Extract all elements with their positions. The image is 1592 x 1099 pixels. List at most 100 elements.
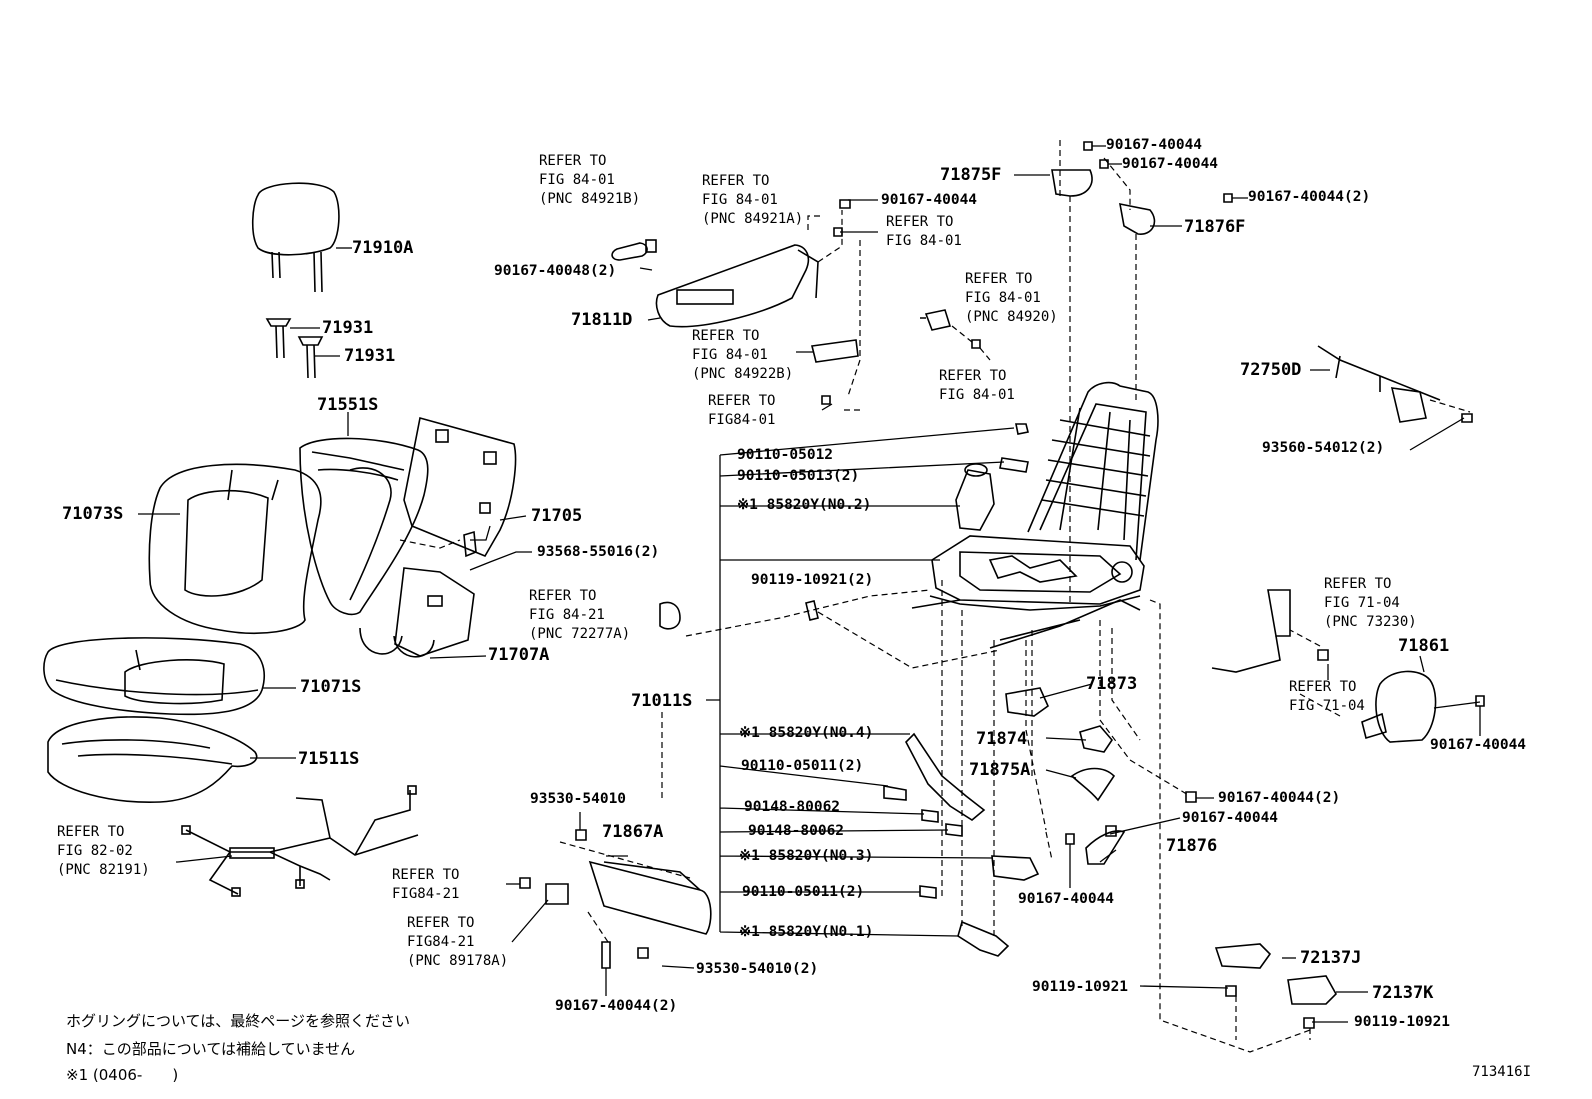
part-label-71073S: 71073S — [62, 504, 124, 524]
refer-to-note: REFER TO FIG84-21 — [392, 867, 460, 902]
connector-72277A — [545, 883, 569, 905]
part-label-72137K: 72137K — [1372, 983, 1434, 1003]
refer-to-note: REFER TO FIG 84-01 (PNC 84922B) — [692, 328, 794, 382]
refer-to-note: REFER TO FIG 84-01 — [886, 214, 962, 249]
refer-to-note: REFER TO FIG 84-01 (PNC 84920) — [965, 271, 1058, 325]
part-label-90110-05011: 90110-05011(2) — [741, 758, 864, 774]
part-label-93568-55016: 93568-55016(2) — [537, 544, 660, 560]
part-label-90119-10921: 90119-10921 — [1032, 979, 1129, 995]
cover-71861 — [1361, 670, 1437, 743]
part-label-90110-05012: 90110-05012 — [737, 447, 834, 463]
motor-no1 — [957, 920, 1010, 957]
part-label-90110-05013: 90110-05013(2) — [737, 468, 860, 484]
connector-84920 — [920, 309, 952, 331]
part-label-90148-80062: 90148-80062 — [744, 799, 841, 815]
part-label-90167-40044: 90167-40044 — [1182, 810, 1279, 826]
part-label-71071S: 71071S — [300, 677, 362, 697]
part-label-85820Y-no3: ※1 85820Y(N0.3) — [739, 848, 874, 864]
footnote-hogring: ホグリングについては、最終ページを参照ください — [66, 1012, 410, 1030]
part-label-90167-40044: 90167-40044 — [1122, 156, 1219, 172]
part-label-90167-40044: 90167-40044 — [1430, 737, 1527, 753]
part-label-85820Y-no4: ※1 85820Y(N0.4) — [739, 725, 874, 741]
seat-cushion-cover — [43, 637, 265, 716]
part-label-90167-40044-2: 90167-40044(2) — [555, 998, 678, 1014]
part-label-90110-05011: 90110-05011(2) — [742, 884, 865, 900]
part-label-71705: 71705 — [531, 506, 583, 526]
belt-buckle — [1211, 589, 1291, 673]
part-label-71910A: 71910A — [352, 238, 414, 258]
cable-72750D — [1317, 345, 1441, 423]
cover-71875A — [1070, 767, 1116, 802]
part-label-93530-54010-2: 93530-54010(2) — [696, 961, 819, 977]
part-label-71931: 71931 — [322, 318, 374, 338]
motor-no3 — [991, 855, 1040, 881]
cover-71874 — [1079, 725, 1114, 753]
hinge-cover-71876F — [1119, 202, 1156, 235]
refer-to-note: REFER TO FIG 84-01 (PNC 84921A) — [702, 173, 804, 227]
refer-to-note: REFER TO FIG 71-04 — [1289, 679, 1365, 714]
part-label-85820Y-no1: ※1 85820Y(N0.1) — [739, 924, 874, 940]
diagram-id: 713416I — [1472, 1064, 1532, 1080]
headrest-guides — [265, 318, 324, 379]
cover-71873 — [1005, 687, 1049, 717]
part-label-71876F: 71876F — [1184, 217, 1246, 237]
part-label-71011S: 71011S — [631, 691, 693, 711]
part-label-90167-40044: 90167-40044 — [881, 192, 978, 208]
bracket-72137J — [1214, 943, 1272, 969]
part-label-71861: 71861 — [1398, 636, 1450, 656]
refer-to-note: REFER TO FIG 84-01 (PNC 84921B) — [539, 153, 641, 207]
footnote-n4: N4：この部品については補給していません — [66, 1040, 356, 1058]
switch-unit — [811, 339, 859, 363]
part-label-71873: 71873 — [1086, 674, 1138, 694]
refer-to-note: REFER TO FIG84-01 — [708, 393, 776, 428]
refer-to-note: REFER TO FIG 71-04 (PNC 73230) — [1324, 576, 1417, 630]
part-label-90167-40048: 90167-40048(2) — [494, 263, 617, 279]
seat-cushion-pad — [47, 716, 258, 803]
part-label-72750D: 72750D — [1240, 360, 1302, 380]
part-label-90167-40044: 90167-40044 — [1106, 137, 1203, 153]
seatback-panel — [359, 567, 475, 658]
refer-to-note: REFER TO FIG 84-21 (PNC 72277A) — [529, 588, 631, 642]
side-shield-upper — [655, 244, 819, 328]
part-label-90148-80062: 90148-80062 — [748, 823, 845, 839]
refer-to-note: REFER TO FIG 82-02 (PNC 82191) — [57, 824, 150, 878]
part-label-93560-54012: 93560-54012(2) — [1262, 440, 1385, 456]
footnote-applicability: ※1 (0406- ) — [66, 1066, 179, 1084]
part-label-90167-40044-2: 90167-40044(2) — [1218, 790, 1341, 806]
hinge-cover-71875F — [1051, 169, 1093, 197]
part-label-90167-40044: 90167-40044 — [1018, 891, 1115, 907]
part-label-71867A: 71867A — [602, 822, 664, 842]
part-label-71874: 71874 — [976, 729, 1028, 749]
cover-71876 — [1085, 830, 1126, 865]
wire-harness — [181, 785, 419, 897]
part-label-71875F: 71875F — [940, 165, 1002, 185]
dashed-assembly-lines — [399, 140, 1471, 1053]
part-label-71875A: 71875A — [969, 760, 1031, 780]
cover-71867A — [588, 860, 712, 935]
seatback-pad — [299, 437, 429, 616]
seatback-board — [403, 416, 517, 558]
part-label-71811D: 71811D — [571, 310, 633, 330]
leader-lines — [138, 145, 1481, 1023]
refer-to-note: REFER TO FIG84-21 (PNC 89178A) — [407, 915, 509, 969]
headrest-drawing — [251, 182, 340, 293]
motor-no4 — [905, 732, 986, 821]
part-label-71707A: 71707A — [488, 645, 550, 665]
part-label-85820Y-no2: ※1 85820Y(N0.2) — [737, 497, 872, 513]
part-label-71876: 71876 — [1166, 836, 1218, 856]
part-label-71511S: 71511S — [298, 749, 360, 769]
bracket-72137K — [1287, 975, 1337, 1005]
part-label-71931: 71931 — [344, 346, 396, 366]
seatback-cover — [148, 463, 322, 635]
part-label-93530-54010: 93530-54010 — [530, 791, 627, 807]
motor-no2 — [955, 463, 995, 531]
seat-frame — [911, 381, 1159, 649]
part-label-71551S: 71551S — [317, 395, 379, 415]
switch-knob — [611, 239, 657, 261]
part-label-72137J: 72137J — [1300, 948, 1362, 968]
part-label-90119-10921-2: 90119-10921(2) — [751, 572, 874, 588]
part-label-90167-40044-2: 90167-40044(2) — [1248, 189, 1371, 205]
part-label-90119-10921: 90119-10921 — [1354, 1014, 1451, 1030]
refer-to-note: REFER TO FIG 84-01 — [939, 368, 1015, 403]
